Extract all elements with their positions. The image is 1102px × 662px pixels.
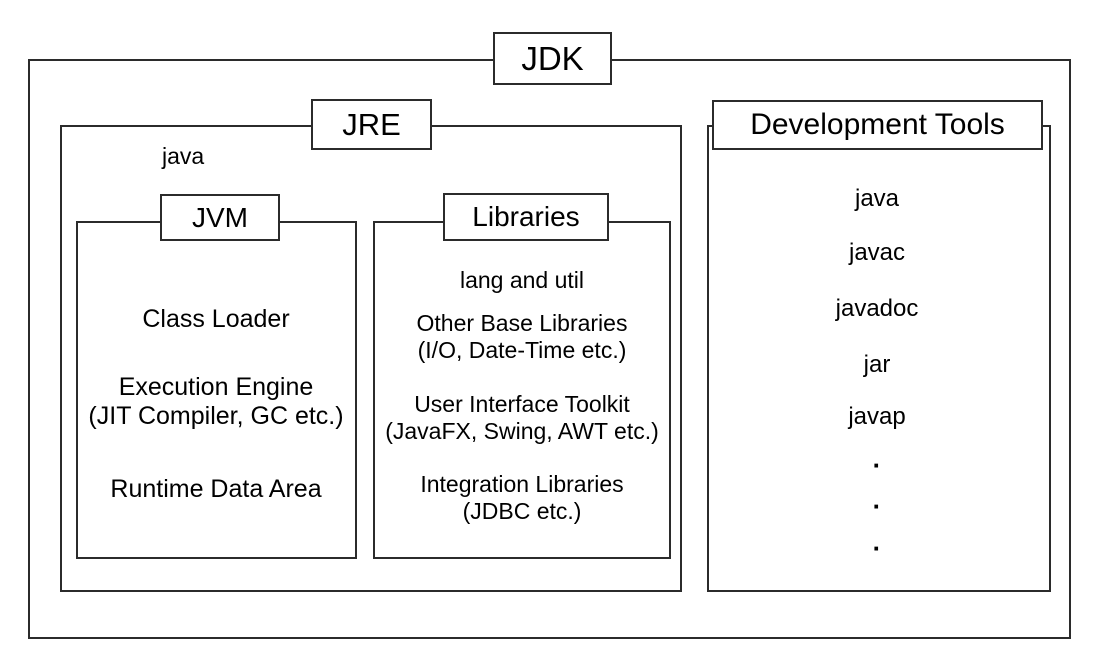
development-tools-item-javap: javap (848, 403, 906, 430)
jvm-title-plate: JVM (160, 194, 280, 241)
ellipsis-dot-3: · (872, 532, 882, 563)
libraries-item-other-base-detail: (I/O, Date-Time etc.) (417, 337, 627, 363)
jdk-label: JDK (521, 40, 584, 77)
jvm-label: JVM (192, 201, 248, 233)
development-tools-item-javac: javac (848, 239, 906, 266)
development-tools-item-java: java (854, 185, 900, 212)
libraries-item-other-base: Other Base Libraries (416, 310, 628, 336)
jre-title-plate: JRE (311, 99, 432, 150)
jre-java-note: java (162, 143, 205, 169)
jdk-title-plate: JDK (493, 32, 612, 85)
libraries-item-ui-toolkit-detail: (JavaFX, Swing, AWT etc.) (385, 418, 659, 444)
libraries-label: Libraries (472, 201, 580, 232)
jre-label: JRE (342, 107, 401, 142)
ellipsis-dot-1: · (872, 450, 882, 480)
libraries-item-integration-detail: (JDBC etc.) (462, 498, 582, 524)
development-tools-title-plate: Development Tools (712, 100, 1043, 150)
jvm-item-execution-engine-detail: (JIT Compiler, GC etc.) (88, 402, 344, 430)
development-tools-item-javadoc: javadoc (835, 295, 919, 322)
development-tools-item-jar: jar (863, 351, 891, 378)
libraries-item-lang-util: lang and util (459, 267, 585, 293)
jvm-item-class-loader: Class Loader (142, 305, 290, 333)
libraries-title-plate: Libraries (443, 193, 609, 241)
ellipsis-dot-2: · (872, 491, 882, 522)
jvm-item-runtime-data-area: Runtime Data Area (110, 475, 322, 503)
jvm-item-execution-engine: Execution Engine (118, 373, 314, 401)
libraries-item-ui-toolkit: User Interface Toolkit (414, 391, 630, 417)
development-tools-ellipsis: · · · (872, 450, 882, 563)
libraries-item-integration: Integration Libraries (420, 471, 624, 497)
development-tools-label: Development Tools (750, 108, 1005, 141)
